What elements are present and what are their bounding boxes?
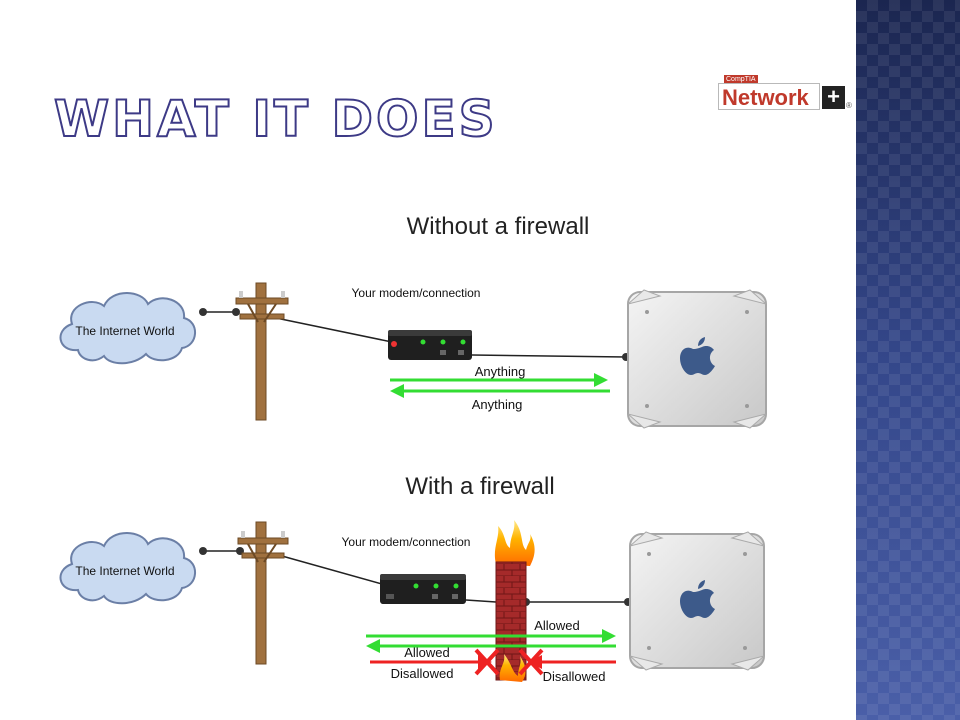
- diagram-without-firewall: Without a firewall The Internet World Yo…: [59, 213, 767, 429]
- arrow-allowed-outgoing: [366, 629, 616, 643]
- arrow-anything-outgoing: [390, 373, 608, 387]
- apple-logo-icon: [680, 337, 715, 375]
- utility-pole-icon: [235, 282, 289, 421]
- side-decoration-panel: [856, 0, 960, 720]
- diagram-with-firewall: With a firewall The Internet World Your …: [59, 473, 765, 684]
- cloud-label: The Internet World: [75, 324, 174, 338]
- computer-icon: [629, 531, 765, 671]
- arrow-label-incoming: Anything: [472, 397, 523, 412]
- arrow-label-outgoing: Anything: [475, 364, 526, 379]
- arrow-allowed-incoming: [366, 639, 616, 653]
- allowed-label-outgoing: Allowed: [534, 618, 580, 633]
- allowed-label-incoming: Allowed: [404, 645, 450, 660]
- blocked-x-icon: [474, 648, 500, 676]
- blocked-x-icon: [518, 648, 544, 676]
- firewall-diagram: Without a firewall The Internet World Yo…: [59, 213, 767, 684]
- heading-without-firewall: Without a firewall: [407, 213, 590, 240]
- disallowed-label-incoming: Disallowed: [543, 669, 606, 684]
- modem-label: Your modem/connection: [352, 286, 481, 300]
- computer-icon: [627, 289, 767, 429]
- internet-cloud-icon: [59, 532, 196, 605]
- logo-trademark: ®: [846, 101, 852, 110]
- logo-comptia-text: CompTIA: [724, 75, 758, 84]
- heading-with-firewall: With a firewall: [405, 473, 554, 500]
- modem-label: Your modem/connection: [342, 535, 471, 549]
- comptia-network-plus-logo: CompTIA Network + ®: [718, 75, 852, 111]
- arrow-disallowed-incoming: [528, 655, 616, 669]
- logo-plus-icon: +: [822, 86, 845, 109]
- disallowed-label-outgoing: Disallowed: [391, 666, 454, 681]
- cloud-label: The Internet World: [75, 564, 174, 578]
- firewall-wall-icon: [494, 520, 535, 682]
- slide-title: WHAT IT DOES: [53, 90, 498, 148]
- internet-cloud-icon: [59, 292, 196, 365]
- apple-logo-icon: [680, 580, 715, 618]
- modem-icon: [388, 330, 472, 360]
- utility-pole-icon: [237, 521, 289, 665]
- arrow-anything-incoming: [390, 384, 610, 398]
- modem-icon: [380, 574, 466, 604]
- logo-network-text: Network: [718, 83, 820, 110]
